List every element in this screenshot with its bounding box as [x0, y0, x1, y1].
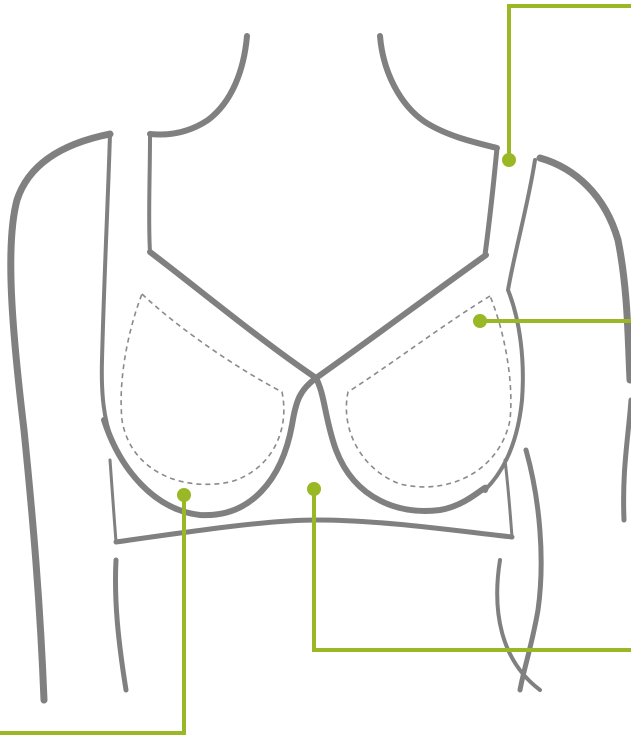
center-gore-outline — [316, 378, 330, 430]
left-underwire-outline — [104, 378, 316, 515]
right-strap-outline — [485, 148, 497, 255]
left-strap-inner-outline — [149, 134, 150, 252]
left-strap-outline — [102, 134, 112, 440]
left-band-side-outline — [110, 460, 116, 542]
underwire-marker[interactable] — [177, 488, 191, 502]
left-cup-seam — [121, 294, 284, 484]
center-gore-leader — [314, 489, 631, 650]
right-arm-outer-outline — [540, 158, 630, 380]
right-underwire-outline — [316, 378, 486, 511]
center-gore-marker[interactable] — [307, 482, 321, 496]
cup-seams — [121, 294, 511, 487]
shoulder-strap-marker[interactable] — [502, 153, 516, 167]
neckline-outline — [150, 252, 486, 378]
right-cup-seam — [346, 296, 511, 487]
right-torso-outline — [520, 450, 541, 690]
underwire-leader — [0, 495, 184, 733]
left-arm-outer-outline — [11, 134, 110, 700]
left-arm-inner-outline — [115, 560, 126, 690]
bra-outline — [102, 134, 535, 542]
neck-left-outline — [150, 36, 247, 134]
shoulder-strap-leader — [509, 6, 631, 160]
neck-right-outline — [380, 36, 497, 148]
upper-cup-marker[interactable] — [473, 314, 487, 328]
right-arm-lower-outline — [624, 400, 631, 520]
right-band-side-outline — [505, 460, 512, 537]
